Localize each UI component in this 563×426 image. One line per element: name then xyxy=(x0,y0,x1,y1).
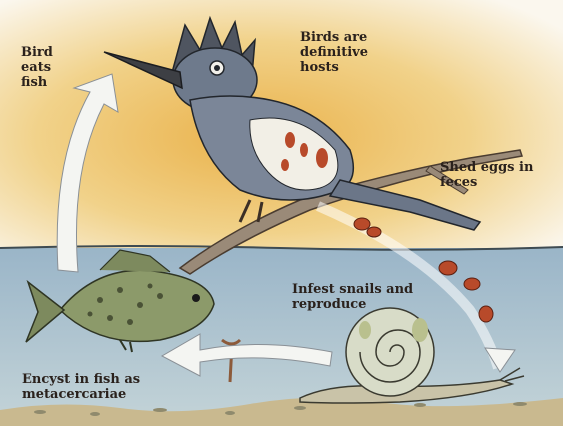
label-infest-snails: Infest snails and reproduce xyxy=(292,282,432,312)
label-encyst-in-fish: Encyst in fish as metacercariae xyxy=(22,372,172,402)
egg xyxy=(367,227,381,237)
egg xyxy=(464,278,480,290)
egg xyxy=(354,218,370,230)
egg xyxy=(479,306,493,322)
label-shed-eggs: Shed eggs in feces xyxy=(440,160,550,190)
label-birds-definitive-hosts: Birds are definitive hosts xyxy=(300,30,400,75)
egg xyxy=(439,261,457,275)
label-bird-eats-fish: Bird eats fish xyxy=(21,45,71,90)
